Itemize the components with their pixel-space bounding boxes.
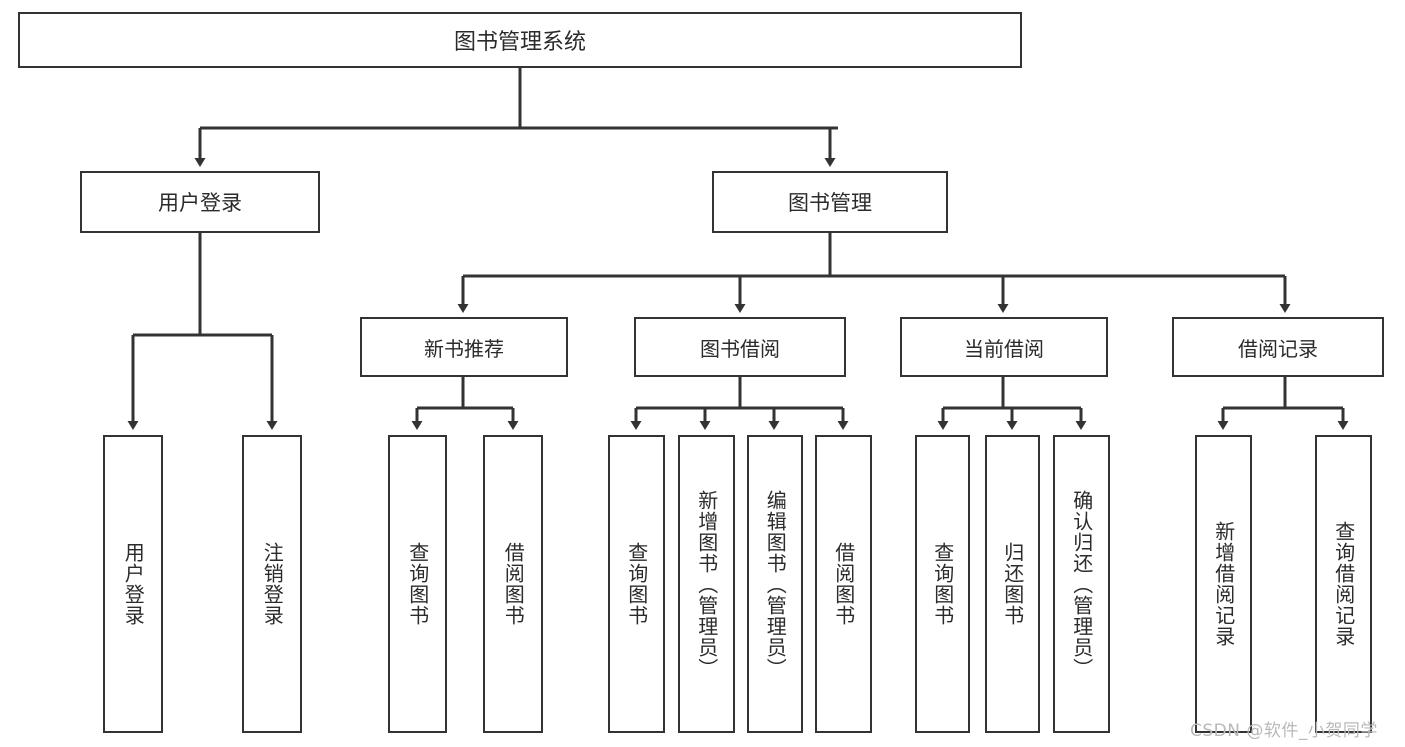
node-book-borrow[interactable]: 图书借阅 [634,317,846,377]
leaf-book-borrow-edit-admin[interactable]: 编辑图书（管理员） [747,435,803,733]
node-current-borrow[interactable]: 当前借阅 [900,317,1108,377]
leaf-current-borrow-return[interactable]: 归还图书 [985,435,1040,733]
node-book-management[interactable]: 图书管理 [712,171,948,233]
leaf-book-borrow-query[interactable]: 查询图书 [608,435,665,733]
leaf-user-login-signin[interactable]: 用户登录 [103,435,163,733]
leaf-new-book-borrow[interactable]: 借阅图书 [483,435,543,733]
leaf-book-borrow-add-admin[interactable]: 新增图书（管理员） [678,435,735,733]
leaf-borrow-records-query[interactable]: 查询借阅记录 [1315,435,1372,733]
node-root-system[interactable]: 图书管理系统 [18,12,1022,68]
leaf-current-borrow-confirm-admin[interactable]: 确认归还（管理员） [1053,435,1110,733]
leaf-user-login-logout[interactable]: 注销登录 [242,435,302,733]
leaf-new-book-query[interactable]: 查询图书 [388,435,447,733]
node-user-login[interactable]: 用户登录 [80,171,320,233]
leaf-borrow-records-add[interactable]: 新增借阅记录 [1195,435,1252,733]
leaf-book-borrow-borrow[interactable]: 借阅图书 [815,435,872,733]
leaf-current-borrow-query[interactable]: 查询图书 [915,435,970,733]
node-borrow-records[interactable]: 借阅记录 [1172,317,1384,377]
node-new-book-recommend[interactable]: 新书推荐 [360,317,568,377]
